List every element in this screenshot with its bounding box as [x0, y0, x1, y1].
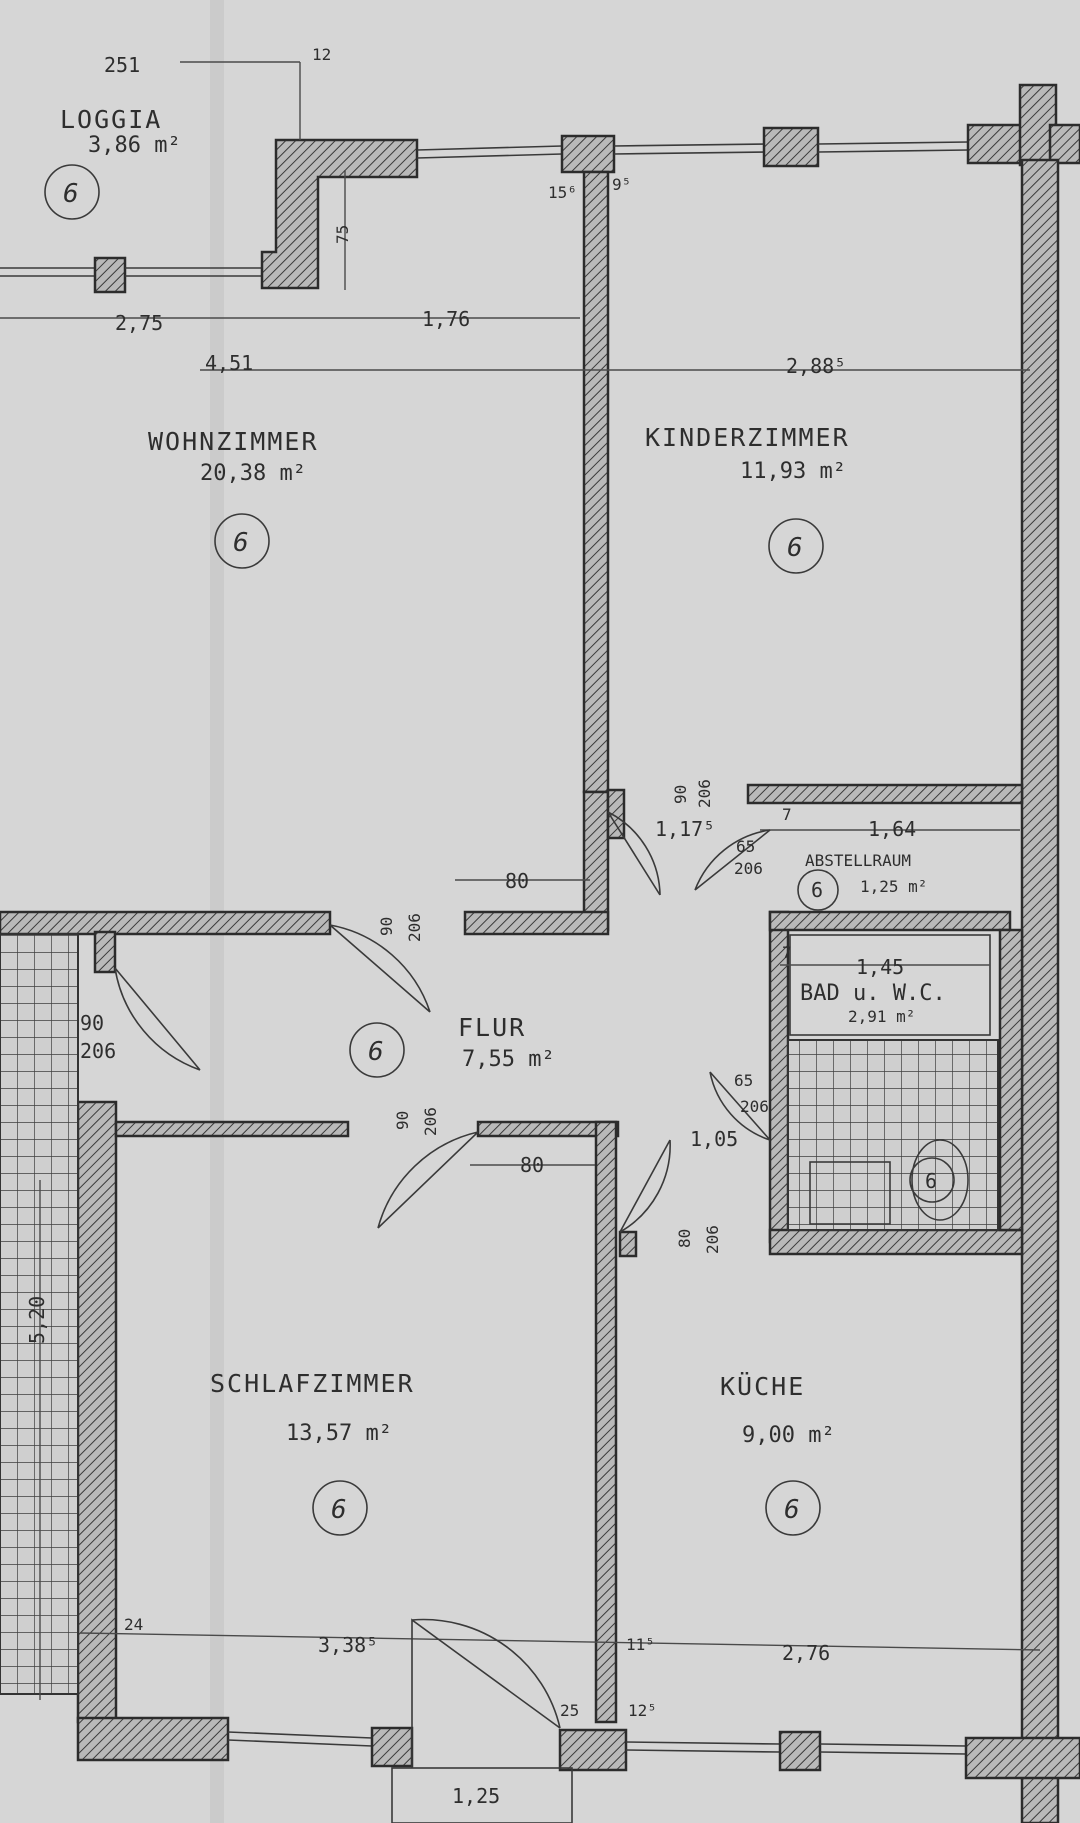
mark-wohnzimmer	[214, 513, 270, 569]
mark-text-schlafzimmer: 6	[331, 1495, 347, 1525]
dim-115: 11⁵	[626, 1635, 655, 1654]
dim-75: 75	[333, 225, 352, 244]
room-area-wohnzimmer: 20,38 m²	[200, 461, 306, 486]
door-wohn-h: 206	[405, 913, 424, 942]
dim-520: 5,20	[25, 1296, 49, 1344]
mark-text-kueche: 6	[784, 1495, 800, 1525]
dim-80-flur: 80	[505, 869, 529, 893]
door-schlaf-w: 90	[393, 1111, 412, 1130]
bathroom-tiles	[787, 1039, 999, 1231]
dim-125b: 12⁵	[628, 1701, 657, 1720]
room-area-bad: 2,91 m²	[848, 1007, 915, 1026]
door-eingang-h: 206	[80, 1039, 116, 1063]
room-area-kinderzimmer: 11,93 m²	[740, 459, 846, 484]
mark-abstellraum	[797, 869, 839, 911]
dim-164: 1,64	[868, 817, 916, 841]
room-name-flur: FLUR	[458, 1013, 526, 1042]
mark-text-wohnzimmer: 6	[233, 528, 249, 558]
room-name-kinderzimmer: KINDERZIMMER	[645, 423, 850, 452]
room-name-schlafzimmer: SCHLAFZIMMER	[210, 1369, 415, 1398]
mark-bad	[909, 1157, 955, 1203]
door-abstell-h: 206	[734, 859, 763, 878]
room-name-abstellraum: ABSTELLRAUM	[805, 851, 911, 870]
room-name-kueche: KÜCHE	[720, 1372, 805, 1401]
mark-text-flur: 6	[368, 1037, 384, 1067]
dim-12: 12	[312, 45, 331, 64]
door-kueche-h: 206	[703, 1225, 722, 1254]
room-area-abstellraum: 1,25 m²	[860, 877, 927, 896]
mark-kueche	[765, 1480, 821, 1536]
bathtub	[789, 934, 991, 1036]
stairwell-tiles	[0, 933, 79, 1695]
dim-251: 251	[104, 53, 140, 77]
door-labels: 90 206 65 206 90 206 90 206 90 206 65 20…	[80, 779, 769, 1254]
door-wohn-w: 90	[377, 917, 396, 936]
dim-1175: 1,17⁵	[655, 817, 715, 841]
dim-145: 1,45	[856, 955, 904, 979]
dim-7-abstell: 7	[782, 805, 792, 824]
mark-text-kinderzimmer: 6	[787, 533, 803, 563]
washbasin	[809, 1161, 891, 1225]
toilet	[911, 1139, 969, 1221]
door-bad-h: 206	[740, 1097, 769, 1116]
dim-25: 25	[560, 1701, 579, 1720]
dimension-lines	[0, 61, 1041, 1700]
room-name-bad: BAD u. W.C.	[800, 981, 946, 1006]
dim-80-schlaf: 80	[520, 1153, 544, 1177]
door-abstell-w: 65	[736, 837, 755, 856]
mark-schlafzimmer	[312, 1480, 368, 1536]
dim-24: 24	[124, 1615, 143, 1634]
room-area-schlafzimmer: 13,57 m²	[286, 1421, 392, 1446]
dim-95: 9⁵	[612, 175, 631, 194]
room-area-flur: 7,55 m²	[462, 1047, 555, 1072]
mark-flur	[349, 1022, 405, 1078]
door-kueche-w: 80	[675, 1229, 694, 1248]
door-schlaf-h: 206	[421, 1107, 440, 1136]
door-eingang-w: 90	[80, 1011, 104, 1035]
dim-156: 15⁶	[548, 183, 577, 202]
dim-276: 2,76	[782, 1641, 830, 1665]
dim-7-bad: 7	[782, 943, 792, 962]
door-bad-w: 65	[734, 1071, 753, 1090]
walls	[0, 83, 1080, 1823]
dim-125: 1,25	[452, 1784, 500, 1808]
mark-text-loggia: 6	[63, 179, 79, 209]
mark-kinderzimmer	[768, 518, 824, 574]
room-marks	[44, 164, 955, 1536]
dim-176: 1,76	[422, 307, 470, 331]
room-name-loggia: LOGGIA	[60, 105, 162, 134]
door-kinder-w: 90	[671, 785, 690, 804]
door-swings	[114, 811, 771, 1768]
dim-2885: 2,88⁵	[786, 354, 846, 378]
dim-451: 4,51	[205, 351, 253, 375]
room-name-wohnzimmer: WOHNZIMMER	[148, 427, 319, 456]
dim-275: 2,75	[115, 311, 163, 335]
bathroom-shaft	[998, 928, 1024, 1232]
mark-text-bad: 6	[925, 1169, 937, 1193]
mark-loggia	[44, 164, 100, 220]
dim-3385: 3,38⁵	[318, 1633, 378, 1657]
room-area-kueche: 9,00 m²	[742, 1423, 835, 1448]
mark-text-abstellraum: 6	[811, 878, 823, 902]
room-area-loggia: 3,86 m²	[88, 133, 181, 158]
dim-105: 1,05	[690, 1127, 738, 1151]
door-kinder-h: 206	[695, 779, 714, 808]
